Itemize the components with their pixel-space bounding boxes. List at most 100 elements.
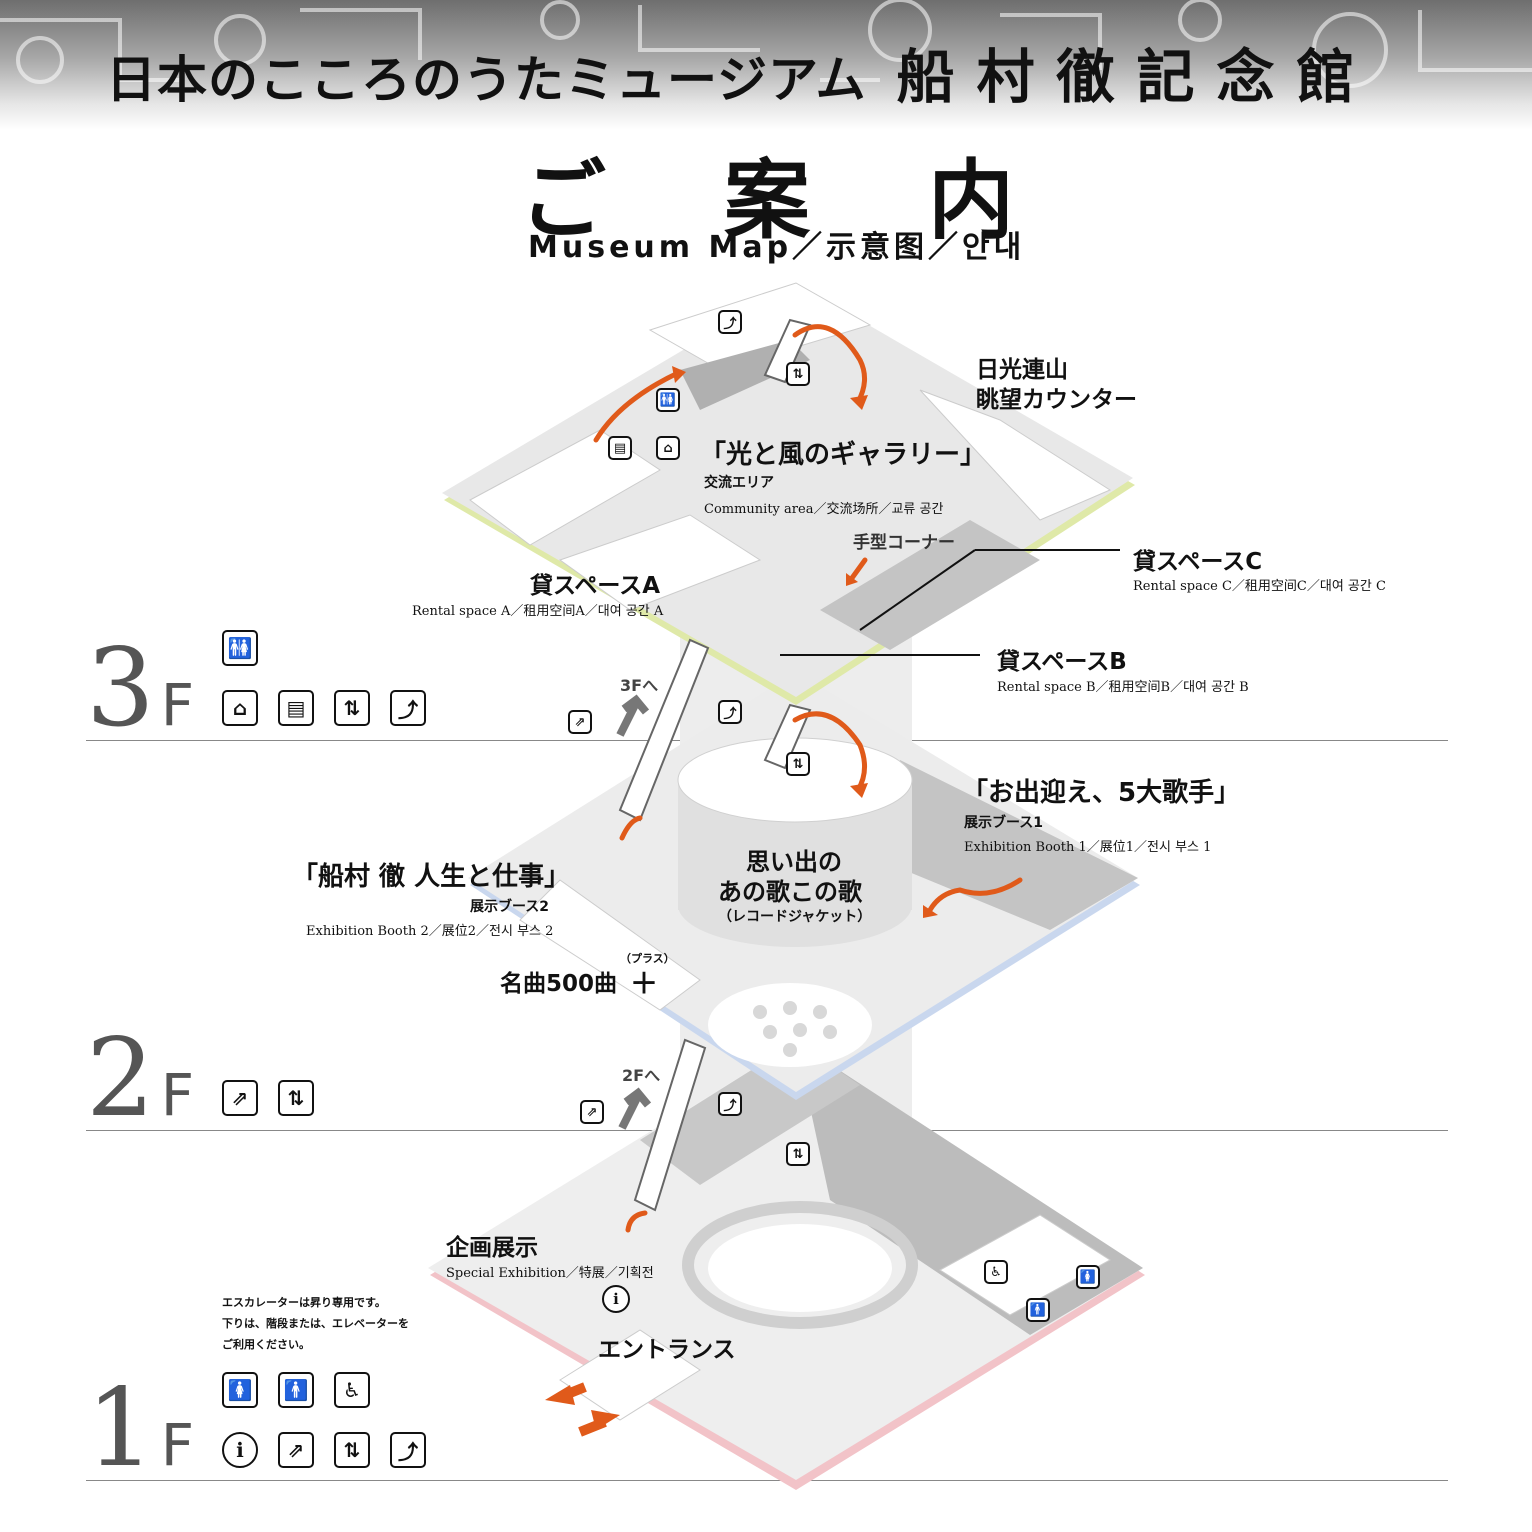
- floor-2-number: 2: [86, 1016, 155, 1141]
- escalator-note-line2: 下りは、階段または、エレベーターを: [222, 1317, 409, 1330]
- special-title: 企画展示: [446, 1235, 538, 1261]
- restroom-icon: 🚻: [222, 630, 258, 666]
- restroom-icon: 🚻: [656, 388, 680, 412]
- rental-c-en: Rental space C／租用空间C／대여 공간 C: [1133, 579, 1386, 594]
- to-3f-label: 3Fへ: [620, 676, 659, 695]
- accessible-icon: ♿: [984, 1260, 1008, 1284]
- stairs-icon: ⤴: [390, 1432, 426, 1468]
- diaper-icon: ⌂: [222, 690, 258, 726]
- rental-a-title: 貸スペースA: [530, 573, 661, 599]
- floor3-view-counter: [919, 389, 1112, 521]
- stairs-icon: ⤴: [718, 1092, 742, 1116]
- nikko-label-line1: 日光連山: [976, 357, 1068, 383]
- women-restroom-icon: 🚺: [1076, 1265, 1100, 1289]
- gallery-en: Community area／交流场所／교류 공간: [704, 502, 944, 517]
- escalator-note: エスカレーターは昇り専用です。 下りは、階段または、エレベーターを ご利用くださ…: [222, 1292, 409, 1355]
- to-2f-label: 2Fへ: [622, 1066, 661, 1085]
- header-band: [0, 0, 1532, 130]
- floor1-entrance-area: [559, 1329, 701, 1421]
- floor2-booth2-wall: [519, 879, 701, 1011]
- floor2-booth1-wall: [880, 760, 1138, 930]
- floor-3-unit: F: [160, 671, 195, 739]
- floor-3-number: 3: [86, 626, 155, 751]
- escalator-icon: ⇗: [568, 710, 592, 734]
- floor-1-number: 1: [86, 1366, 155, 1491]
- songs-ruby: （プラス）: [620, 952, 675, 965]
- floor3-stair-hall: [648, 282, 872, 371]
- floor3-rental-a-room2: [558, 514, 762, 611]
- rental-a-en: Rental space A／租用空间A／대여 공간 A: [412, 604, 664, 619]
- stairs-3f: [763, 318, 812, 384]
- entrance-label: エントランス: [598, 1337, 736, 1363]
- elevator-icon: ⇅: [786, 362, 810, 386]
- floor3-rental-c-room: [820, 520, 1040, 650]
- guide-title: ご案内: [520, 151, 1132, 251]
- rental-c-title: 貸スペースC: [1133, 549, 1263, 575]
- floor-2-unit: F: [160, 1061, 195, 1129]
- museum-title-kana: 日本のこころのうたミュージアム: [106, 51, 867, 109]
- booth2-en: Exhibition Booth 2／展位2／전시 부스 2: [306, 924, 554, 939]
- elevator-icon: ⇅: [334, 690, 370, 726]
- rental-b-title: 貸スペースB: [997, 649, 1127, 675]
- entrance-arrows: [558, 1382, 607, 1437]
- floor1-ring-center: [708, 1224, 892, 1312]
- stairs-icon: ⤴: [718, 310, 742, 334]
- museum-title: 日本のこころのうたミュージアム船村徹記念館: [106, 30, 1377, 114]
- escalator-icon: ⇗: [222, 1080, 258, 1116]
- memory-line3: （レコードジャケット）: [718, 909, 872, 925]
- guide-subtitle: Museum Map／示意图／안내: [528, 230, 1026, 265]
- escalator-icon: ⇗: [580, 1100, 604, 1124]
- escalator-icon: ⇗: [278, 1432, 314, 1468]
- header-decoration: [0, 0, 1532, 88]
- locker-icon: ▤: [278, 690, 314, 726]
- floor3-slab: [442, 283, 1133, 697]
- escalator-note-line3: ご利用ください。: [222, 1338, 310, 1351]
- diaper-icon: ⌂: [656, 436, 680, 460]
- elevator-icon: ⇅: [334, 1432, 370, 1468]
- floor2-listening-seats: [753, 1001, 837, 1057]
- women-restroom-icon: 🚺: [222, 1372, 258, 1408]
- museum-title-kanji: 船村徹記念館: [896, 43, 1377, 111]
- info-icon: ℹ: [222, 1432, 258, 1468]
- escalator-note-line1: エスカレーターは昇り専用です。: [222, 1296, 386, 1309]
- memory-line1: 思い出の: [746, 848, 842, 876]
- special-en: Special Exhibition／特展／기획전: [446, 1266, 654, 1281]
- stairs-icon: ⤴: [390, 690, 426, 726]
- handprint-label: 手型コーナー: [853, 533, 955, 553]
- elevator-icon: ⇅: [278, 1080, 314, 1116]
- floor2-listening-area: [708, 983, 872, 1067]
- booth1-title: 「お出迎え、5大歌手」: [962, 778, 1241, 808]
- route-arrows: [593, 324, 1023, 1233]
- floor1-ring: [682, 1201, 918, 1329]
- memory-line2: あの歌この歌: [718, 878, 862, 906]
- gallery-area: 交流エリア: [704, 475, 774, 491]
- booth1-area: 展示ブース1: [964, 815, 1044, 831]
- elevator-icon: ⇅: [786, 752, 810, 776]
- accessible-icon: ♿: [334, 1372, 370, 1408]
- songs-plus: ＋: [630, 967, 659, 1000]
- floor2-cylinder-bottom: [678, 863, 912, 947]
- songs-title: 名曲500曲: [500, 971, 618, 997]
- men-restroom-icon: 🚹: [1026, 1298, 1050, 1322]
- locker-icon: ▤: [608, 436, 632, 460]
- men-restroom-icon: 🚹: [278, 1372, 314, 1408]
- escalator-1f-to-2f: [633, 1038, 707, 1212]
- escalator-2f-to-3f: [618, 638, 710, 822]
- booth1-en: Exhibition Booth 1／展位1／전시 부스 1: [964, 840, 1212, 855]
- gallery-title: 「光と風のギャラリー」: [700, 440, 987, 470]
- floor-1-unit: F: [160, 1411, 195, 1479]
- floor2-cylinder-top: [677, 737, 913, 823]
- leader-lines: [780, 549, 1120, 656]
- elevator-icon: ⇅: [786, 1142, 810, 1166]
- booth2-title: 「船村 徹 人生と仕事」: [292, 862, 571, 892]
- booth2-area: 展示ブース2: [470, 899, 550, 915]
- up-arrows: [616, 694, 652, 1130]
- rental-b-en: Rental space B／租用空间B／대여 공간 B: [997, 680, 1249, 695]
- floor-divider-1f: [86, 1480, 1448, 1481]
- floor1-restroom-area: [939, 1214, 1111, 1316]
- stairs-icon: ⤴: [718, 700, 742, 724]
